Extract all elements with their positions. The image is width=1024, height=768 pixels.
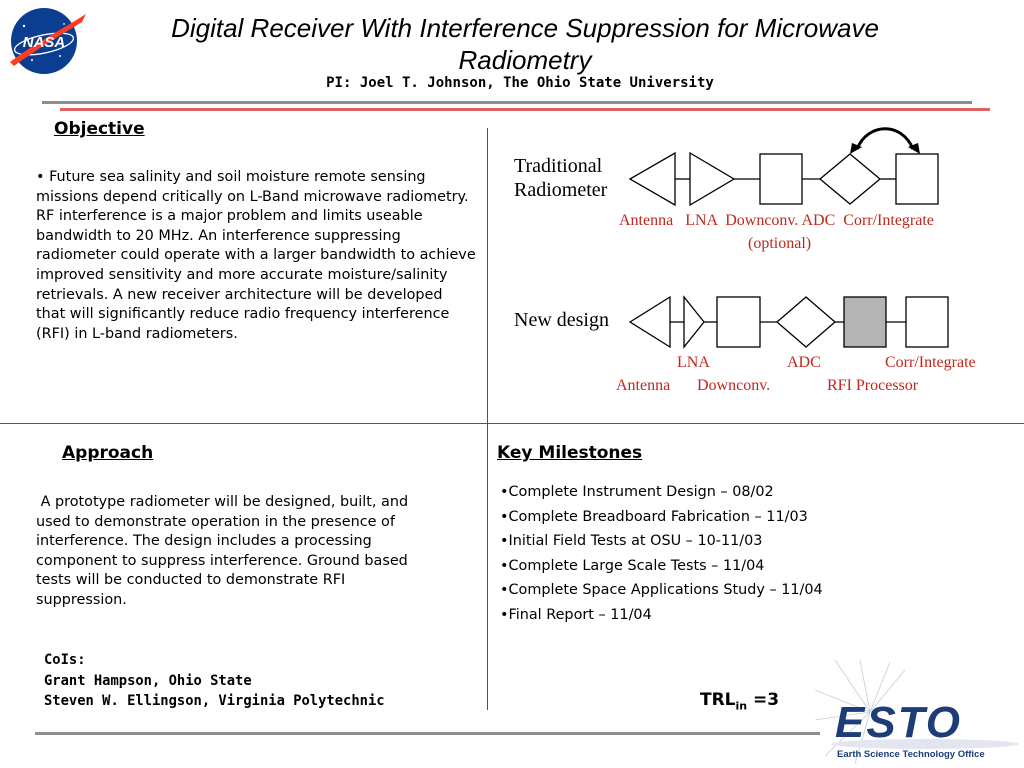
trl-value: =3 (747, 690, 780, 710)
new-adc-diamond (776, 296, 836, 348)
milestones-heading: Key Milestones (497, 443, 643, 463)
nasa-logo-text: NASA (23, 34, 66, 51)
approach-text: A prototype radiometer will be designed,… (36, 494, 413, 608)
milestone-item: •Complete Large Scale Tests – 11/04 (500, 557, 765, 574)
vertical-divider (487, 128, 488, 710)
title-line-2: Radiometry (458, 45, 592, 75)
milestone-item: •Final Report – 11/04 (500, 606, 652, 623)
esto-subtitle: Earth Science Technology Office (837, 749, 985, 760)
esto-starburst-icon (815, 660, 1019, 765)
coi-name: Steven W. Ellingson, Virginia Polytechni… (44, 693, 385, 710)
esto-logo: ESTO Earth Science Technology Office (815, 660, 1021, 766)
objective-text: • Future sea salinity and soil moisture … (36, 169, 476, 342)
pi-line: PI: Joel T. Johnson, The Ohio State Univ… (326, 75, 714, 91)
new-antenna-shape (628, 295, 671, 349)
new-design-label: New design (514, 309, 609, 331)
cois-heading: CoIs: (44, 652, 86, 668)
new-antenna-label: Antenna (616, 377, 671, 394)
traditional-components-label: Antenna LNA Downconv. ADC Corr/Integrate (619, 212, 934, 229)
horizontal-divider (0, 423, 1024, 424)
new-downconv-box (716, 296, 761, 348)
new-adc-label: ADC (787, 354, 821, 371)
cois-block: CoIs: Grant Hampson, Ohio State Steven W… (44, 650, 385, 712)
trl-subscript: in (735, 699, 748, 713)
milestone-item: •Initial Field Tests at OSU – 10-11/03 (500, 533, 763, 550)
optional-label: (optional) (748, 235, 812, 252)
slide-title: Digital Receiver With Interference Suppr… (120, 12, 930, 76)
rfi-processor-label: RFI Processor (827, 377, 919, 394)
coi-name: Grant Hampson, Ohio State (44, 672, 252, 689)
approach-heading: Approach (62, 443, 154, 463)
new-lna-shape (683, 295, 705, 349)
traditional-label-line-1: Traditional (514, 155, 603, 177)
traditional-radiometer-label: Traditional Radiometer (514, 154, 607, 202)
bypass-arrow (855, 127, 915, 150)
trad-adc-diamond (818, 153, 882, 205)
trl-prefix: TRL (700, 690, 736, 710)
milestone-item: •Complete Space Applications Study – 11/… (500, 582, 823, 599)
title-line-1: Digital Receiver With Interference Suppr… (171, 13, 879, 43)
header-rule-red (60, 108, 990, 111)
trad-antenna-shape (628, 151, 676, 207)
bypass-arrowhead-right (908, 143, 920, 154)
trad-downconv-box (759, 153, 803, 205)
footer-rule (35, 732, 820, 735)
new-rfi-processor-box (843, 296, 887, 348)
new-corr-label: Corr/Integrate (885, 354, 976, 371)
new-downconv-label: Downconv. (697, 377, 771, 394)
trl-indicator: TRLin =3 (700, 690, 779, 712)
milestones-list: •Complete Instrument Design – 08/02 •Com… (500, 480, 880, 628)
milestone-item: •Complete Breadboard Fabrication – 11/03 (500, 508, 808, 525)
traditional-label-line-2: Radiometer (514, 179, 608, 201)
nasa-logo: NASA (4, 4, 88, 76)
new-lna-label: LNA (677, 354, 710, 371)
objective-heading: Objective (54, 119, 145, 139)
header-rule-gray (42, 101, 972, 104)
milestone-item: •Complete Instrument Design – 08/02 (500, 484, 774, 500)
trad-corr-box (895, 153, 939, 205)
bypass-arrowhead-left (850, 143, 862, 154)
esto-wordmark: ESTO (835, 698, 963, 747)
new-corr-box (905, 296, 949, 348)
block-diagram (628, 127, 949, 349)
trad-lna-shape (689, 151, 736, 207)
